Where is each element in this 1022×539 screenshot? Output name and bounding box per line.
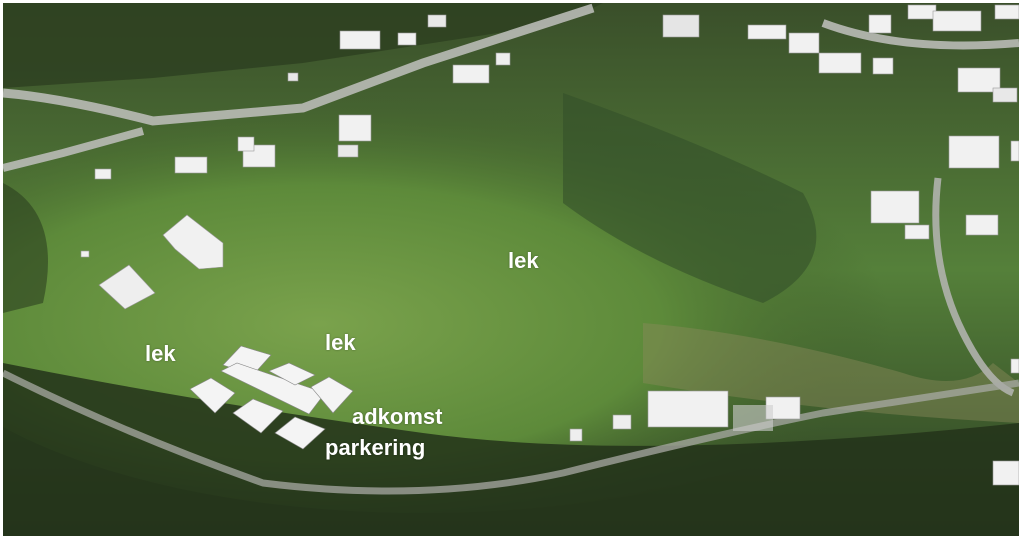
planned-building-cluster — [189, 345, 354, 450]
buildings-top — [287, 4, 1019, 103]
road-lower — [3, 369, 1019, 495]
forest-patch-right — [563, 93, 817, 303]
aerial-map-view[interactable]: lek lek lek adkomst parkering — [3, 3, 1019, 536]
label-play-area-left: lek — [145, 341, 176, 366]
label-parking: parkering — [325, 435, 426, 460]
label-play-area-middle: lek — [325, 330, 356, 355]
forest-top — [3, 3, 603, 88]
label-play-area-center: lek — [508, 248, 539, 273]
road-upper-left — [3, 127, 145, 172]
road-upper — [3, 3, 595, 126]
forest-bottom — [3, 363, 1019, 536]
road-top-right — [821, 19, 1019, 50]
buildings-lower — [569, 358, 1019, 486]
terrain-layer — [3, 3, 1019, 536]
forest-patch-left — [3, 183, 48, 313]
label-access: adkomst — [352, 404, 443, 429]
road-right — [932, 177, 1015, 397]
buildings-middle — [94, 114, 1019, 240]
buildings-left — [80, 214, 224, 310]
